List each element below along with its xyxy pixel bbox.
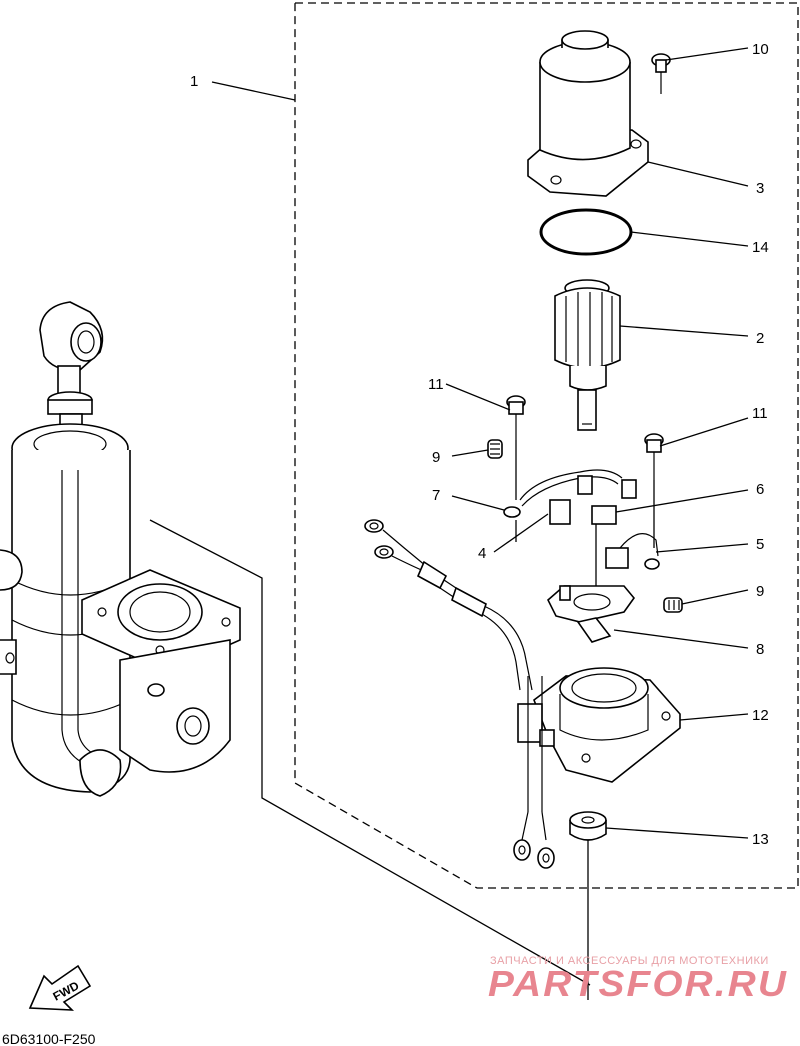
callout-4: 4 (478, 545, 486, 562)
callout-13: 13 (752, 831, 769, 848)
part-brush-5 (605, 533, 660, 570)
callout-8: 8 (756, 641, 764, 658)
tilt-cylinder-assembly (0, 301, 241, 797)
callout-11-left: 11 (428, 376, 444, 393)
part-brush-plate-8 (547, 585, 636, 643)
watermark-tagline: ЗАПЧАСТИ И АКСЕССУАРЫ ДЛЯ МОТОТЕХНИКИ (490, 955, 769, 967)
callout-9-upper: 9 (432, 449, 440, 466)
callout-10: 10 (752, 41, 769, 58)
callout-7: 7 (432, 487, 440, 504)
part-spring-9-lower (663, 597, 683, 613)
callout-2: 2 (756, 330, 764, 347)
part-wire-harness (364, 519, 533, 691)
callout-5: 5 (756, 536, 764, 553)
callout-1: 1 (190, 73, 198, 90)
part-armature (554, 279, 621, 431)
part-screw-11-right (644, 433, 664, 480)
callout-9-lower: 9 (756, 583, 764, 600)
assembly-boundary (294, 2, 799, 889)
callout-12: 12 (752, 707, 769, 724)
callout-6: 6 (756, 481, 764, 498)
part-brush-6 (591, 505, 617, 525)
leader-cylinder (149, 519, 591, 986)
part-screw-10 (651, 53, 671, 94)
part-screw-11-left (506, 395, 526, 440)
callout-3: 3 (756, 180, 764, 197)
part-bracket-housing-12 (513, 667, 681, 869)
part-motor-yoke (527, 30, 649, 197)
diagram-code: 6D63100-F250 (2, 1031, 96, 1046)
watermark-brand-logo: PARTSFOR.RU (488, 963, 788, 1004)
part-washer-7 (503, 506, 521, 518)
callout-14: 14 (752, 239, 769, 256)
part-o-ring (539, 208, 633, 256)
part-spring-9-upper (487, 439, 503, 459)
part-grommet-13 (569, 811, 607, 841)
part-brush-lead-4 (519, 469, 637, 525)
callout-11-right: 11 (752, 405, 768, 422)
fwd-arrow-icon: FWD (28, 964, 92, 1011)
